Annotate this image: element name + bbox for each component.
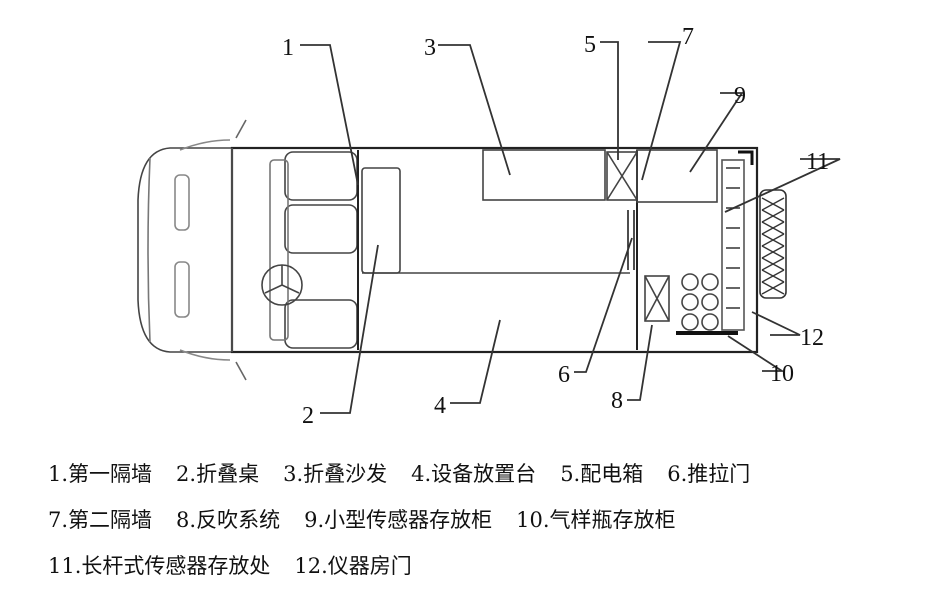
driver-seats <box>284 151 358 201</box>
callout-1: 1 <box>282 35 294 61</box>
legend-item: 9.小型传感器存放柜 <box>304 508 493 532</box>
callout-12: 12 <box>800 325 824 351</box>
legend-row-1: 1.第一隔墙 2.折叠桌 3.折叠沙发 4.设备放置台 5.配电箱 6.推拉门 <box>48 462 928 508</box>
legend: 1.第一隔墙 2.折叠桌 3.折叠沙发 4.设备放置台 5.配电箱 6.推拉门 … <box>48 462 928 600</box>
folding-table <box>361 167 401 274</box>
vehicle-layout-diagram: 1 2 3 4 5 6 7 8 9 10 11 12 <box>137 24 841 429</box>
legend-item: 6.推拉门 <box>667 462 751 486</box>
callout-9: 9 <box>734 83 746 109</box>
callout-6: 6 <box>558 362 570 388</box>
legend-item: 8.反吹系统 <box>176 508 281 532</box>
legend-item: 10.气样瓶存放柜 <box>516 508 676 532</box>
callout-7: 7 <box>682 24 694 50</box>
callout-4: 4 <box>434 393 446 419</box>
callout-11: 11 <box>806 149 829 175</box>
vehicle-body-outline <box>230 146 759 354</box>
legend-item: 3.折叠沙发 <box>283 462 388 486</box>
legend-item: 4.设备放置台 <box>411 462 537 486</box>
legend-row-2: 7.第二隔墙 8.反吹系统 9.小型传感器存放柜 10.气样瓶存放柜 <box>48 508 928 554</box>
legend-item: 5.配电箱 <box>560 462 644 486</box>
legend-item: 12.仪器房门 <box>294 554 412 578</box>
small-sensor-cabinet <box>636 149 718 203</box>
callout-8: 8 <box>611 388 623 414</box>
legend-row-3: 11.长杆式传感器存放处 12.仪器房门 <box>48 554 928 600</box>
gas-cylinder-cabinet <box>676 273 738 335</box>
back-blow-system <box>644 275 670 322</box>
long-rod-sensor-storage <box>721 159 745 331</box>
sliding-door <box>627 210 635 270</box>
folding-sofa <box>482 149 606 201</box>
callout-5: 5 <box>584 32 596 58</box>
legend-item: 1.第一隔墙 <box>48 462 153 486</box>
callout-3: 3 <box>424 35 436 61</box>
instrument-room-door <box>759 189 787 299</box>
vehicle-cab-outline <box>137 147 232 353</box>
legend-item: 7.第二隔墙 <box>48 508 153 532</box>
legend-item: 2.折叠桌 <box>176 462 260 486</box>
legend-item: 11.长杆式传感器存放处 <box>48 554 271 578</box>
callout-10: 10 <box>770 361 794 387</box>
callout-2: 2 <box>302 403 314 429</box>
